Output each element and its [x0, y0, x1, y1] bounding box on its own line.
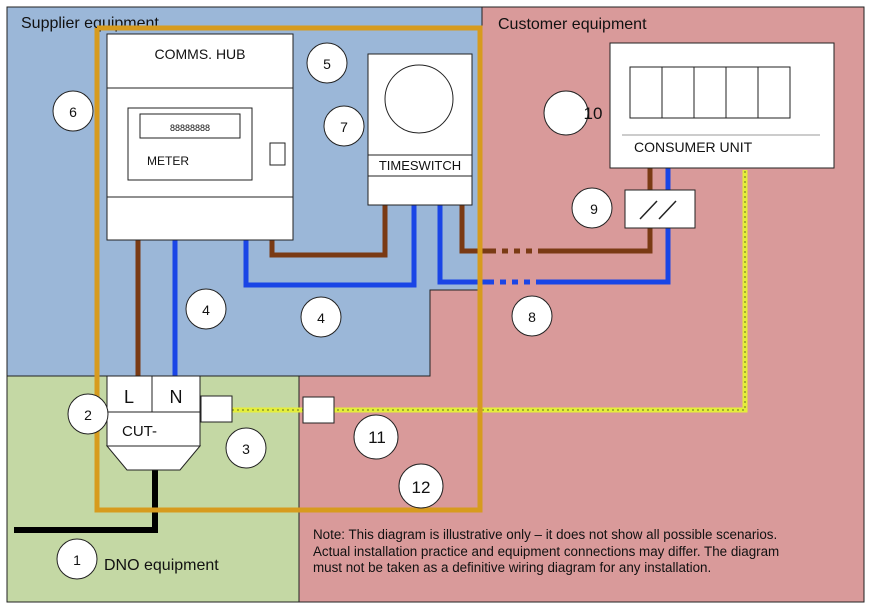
callout-4b-text: 4 [317, 310, 325, 326]
earth-terminal-customer [302, 396, 335, 424]
meter-timeswitch-live [269, 205, 388, 258]
earth-wire-pattern [232, 170, 746, 411]
callout-11-circle [353, 414, 399, 460]
meter-button [269, 142, 286, 166]
timeswitch-cu-neutral-a [437, 205, 494, 285]
timeswitch-label: TIMESWITCH [379, 158, 461, 173]
meter-timeswitch-neutral [243, 205, 417, 288]
customer-region-label: Customer equipment [498, 16, 647, 33]
callout-3-circle [225, 427, 267, 469]
callout-6-circle [52, 90, 94, 132]
callout-5-text: 5 [323, 56, 331, 72]
callout-1-circle [56, 538, 98, 580]
callout-4a-text: 4 [202, 302, 210, 318]
cutout-label: CUT- [122, 423, 157, 440]
callout-7-text: 7 [340, 119, 348, 135]
timeswitch-dial [384, 64, 454, 134]
dno-region-label: DNO equipment [104, 557, 219, 574]
callout-9-text: 9 [590, 201, 598, 217]
isolator-switch-box [624, 189, 696, 229]
callout-6-text: 6 [69, 104, 77, 120]
callout-2-circle [67, 393, 109, 435]
cutout-neutral-terminal [151, 375, 201, 413]
callout-7-circle [323, 105, 365, 147]
consumer-unit-label: CONSUMER UNIT [634, 139, 753, 155]
meter-display [139, 113, 241, 139]
callout-4b-circle [300, 296, 342, 338]
disclaimer-note: Note: This diagram is illustrative only … [313, 527, 858, 577]
cutout-live-label: L [124, 387, 134, 407]
note-line-1: Note: This diagram is illustrative only … [313, 527, 778, 542]
callout-2-text: 2 [84, 407, 92, 423]
note-line-3: must not be taken as a definitive wiring… [313, 560, 712, 575]
callout-4a-circle [185, 288, 227, 330]
isolator-contact-2 [658, 200, 677, 220]
meter-display-digits: 88888888 [170, 123, 210, 133]
consumer-unit-breaker-5 [757, 66, 791, 119]
cutout-neutral-label: N [170, 387, 183, 407]
callout-1-text: 1 [73, 552, 81, 568]
cutout-base [105, 445, 202, 471]
callout-12-text: 12 [412, 478, 431, 497]
callout-10-circle [543, 90, 589, 136]
consumer-unit-breaker-3 [693, 66, 727, 119]
callout-8-text: 8 [528, 309, 536, 325]
isolator-contact-1 [639, 200, 658, 220]
consumer-unit-breaker-4 [725, 66, 759, 119]
earth-terminal-cutout [200, 395, 233, 423]
note-line-2: Actual installation practice and equipme… [313, 543, 780, 559]
timeswitch-cu-live-a [459, 205, 496, 254]
callout-11-text: 11 [368, 428, 386, 447]
callout-3-text: 3 [242, 441, 250, 457]
callout-9-circle [571, 187, 613, 229]
consumer-unit-breaker-1 [629, 66, 663, 119]
callout-12-circle [398, 463, 444, 509]
dno-supply-cable [14, 470, 158, 533]
callout-10-text: 10 [584, 104, 603, 123]
comms-hub-label: COMMS. HUB [155, 46, 246, 62]
cutout-body [106, 411, 201, 447]
callout-8-circle [511, 295, 553, 337]
boundary-line-orange [94, 25, 483, 513]
meter-label: METER [147, 154, 189, 168]
callout-5-circle [306, 42, 348, 84]
consumer-unit-breaker-2 [661, 66, 695, 119]
timeswitch-cu-live-b [538, 228, 653, 254]
cutout-live-terminal [106, 375, 153, 413]
comms-hub-box [106, 33, 294, 89]
